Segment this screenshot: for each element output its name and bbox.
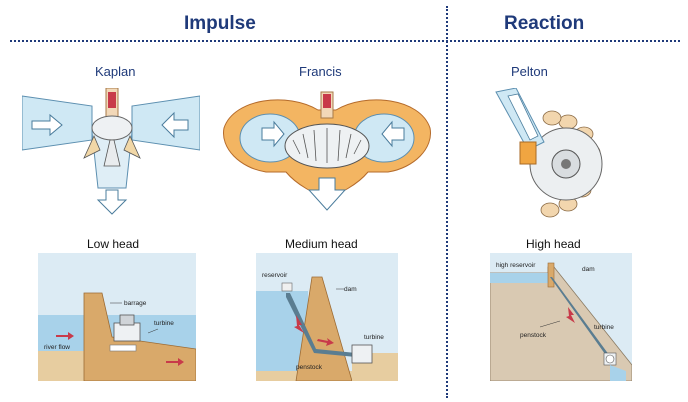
head-label-francis: Medium head <box>285 237 358 251</box>
label-dam-pelton: dam <box>582 266 595 273</box>
header-divider <box>10 40 680 42</box>
turbine-name-kaplan: Kaplan <box>95 64 136 79</box>
impulse-title: Impulse <box>184 13 256 34</box>
label-high-reservoir: high reservoir <box>496 262 536 269</box>
kaplan-installation-diagram: barrage turbine river flow <box>38 253 196 381</box>
label-turbine-pelton: turbine <box>594 324 614 331</box>
francis-installation-diagram: reservoir dam turbine penstock <box>256 253 398 381</box>
francis-turbine-illustration <box>218 88 436 216</box>
label-dam-francis: dam <box>344 286 357 293</box>
kaplan-turbine-illustration <box>22 88 200 216</box>
label-barrage: barrage <box>124 300 147 307</box>
label-reservoir: reservoir <box>262 272 288 279</box>
turbine-name-francis: Francis <box>299 64 342 79</box>
label-penstock-francis: penstock <box>296 364 323 371</box>
label-river-flow: river flow <box>44 344 70 351</box>
label-turbine-francis: turbine <box>364 334 384 341</box>
reaction-title: Reaction <box>504 13 585 34</box>
column-divider <box>446 6 448 398</box>
label-penstock-pelton: penstock <box>520 332 547 339</box>
label-turbine-kaplan: turbine <box>154 320 174 327</box>
head-label-pelton: High head <box>526 237 581 251</box>
pelton-installation-diagram: high reservoir dam penstock turbine <box>490 253 632 381</box>
pelton-turbine-illustration <box>494 88 604 226</box>
head-label-kaplan: Low head <box>87 237 140 251</box>
turbine-name-pelton: Pelton <box>511 64 548 79</box>
